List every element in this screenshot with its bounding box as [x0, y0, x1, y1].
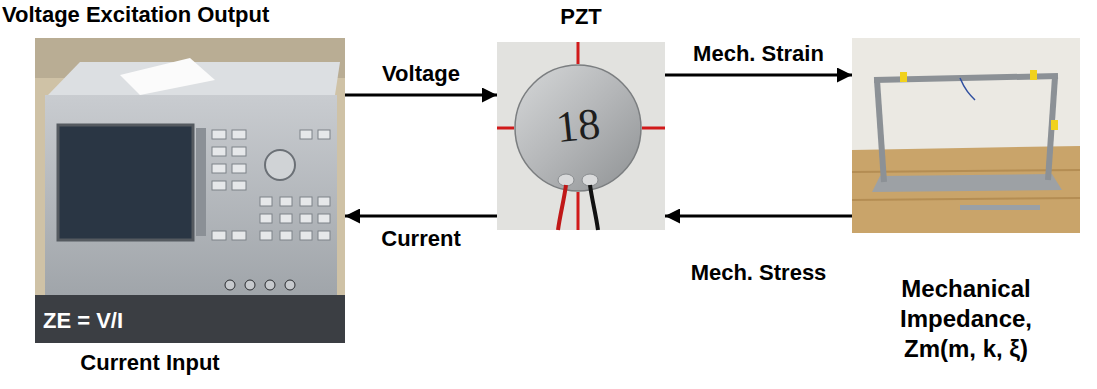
analyzer-photo-art-part: [260, 231, 272, 240]
analyzer-photo-art-part: [225, 280, 295, 290]
structure-photo-art-part: [852, 38, 1080, 233]
pzt-photo-art-part: [497, 42, 665, 230]
structure-photo-art-part: [900, 72, 907, 82]
analyzer-photo-art-part: [45, 95, 337, 305]
analyzer-photo-art: [35, 38, 345, 343]
analyzer-photo-art-part: [318, 214, 330, 223]
pzt-photo-art-part: [558, 174, 574, 186]
structure-photo-art-part: [960, 78, 975, 100]
analyzer-photo-art-part: [212, 164, 226, 173]
analyzer-photo-art-part: [35, 295, 345, 343]
analyzer-photo-art-part: [212, 231, 226, 240]
analyzer-photo-art-part: [265, 150, 295, 180]
analyzer-photo-art-part: [120, 58, 215, 95]
current-arrow: [345, 215, 497, 218]
analyzer-photo-art-part: [232, 147, 246, 156]
structure-photo-art-part: [877, 80, 884, 182]
analyzer-photo-art-part: [225, 280, 235, 290]
pzt-heading: PZT: [497, 4, 665, 30]
analyzer-photo-art-part: [232, 130, 246, 139]
pzt-photo-art-part: [582, 174, 598, 186]
analyzer-photo-art-part: [245, 280, 255, 290]
impedance-formula: ZE = V/I: [43, 308, 203, 334]
structure-photo-art-part: [872, 174, 1062, 192]
pzt-photo-art: [497, 42, 665, 230]
pzt-photo-art-part: [497, 127, 514, 130]
analyzer-photo-art-part: [260, 214, 272, 223]
analyzer-photo-art-part: [212, 181, 226, 190]
analyzer-photo-art-part: [260, 197, 272, 206]
analyzer-photo-art-part: [280, 231, 292, 240]
pzt-photo-art-part: [642, 127, 665, 130]
structure-photo-art-part: [852, 198, 1080, 200]
arrow-label: Mech. Stress: [691, 260, 827, 286]
analyzer-photo-art-part: [212, 147, 226, 156]
arrow-label: Voltage: [382, 61, 460, 87]
analyzer-photo-art-part: [265, 280, 275, 290]
analyzer-photo-art-part: [318, 231, 330, 240]
sensor-number: 18: [541, 96, 616, 154]
structure-photo-art: [852, 38, 1080, 233]
pzt-photo-art-part: [577, 192, 580, 230]
structure-photo-art-part: [874, 76, 1058, 182]
analyzer-photo-art-part: [196, 128, 206, 236]
analyzer-photo-art-part: [232, 231, 246, 240]
structure-photo-art-part: [960, 205, 1040, 210]
analyzer-photo-art-part: [300, 231, 312, 240]
analyzer-photo-art-part: [300, 197, 312, 206]
pzt-photo-art-part: [577, 42, 580, 64]
analyzer-photo-art-part: [300, 130, 312, 139]
analyzer-photo-art-part: [280, 214, 292, 223]
pzt-photo-art-part: [515, 65, 641, 191]
analyzer-photo-art-part: [58, 125, 193, 240]
analyzer-photo-art-part: [232, 164, 246, 173]
pzt-photo-art-part: [558, 185, 566, 230]
arrow-label: Current: [381, 226, 460, 252]
analyzer-photo-art-part: [285, 280, 295, 290]
analyzer-photo-art-part: [212, 130, 226, 139]
arrow-label: Mech. Strain: [693, 41, 824, 67]
impedance-caption: Mechanical Impedance, Zm(m, k, ξ): [866, 274, 1066, 364]
analyzer-photo-art-part: [300, 214, 312, 223]
structure-photo-art-part: [1051, 120, 1058, 130]
analyzer-photo: Voltage Excitation OutputZE = V/ICurrent…: [35, 38, 345, 343]
structure-photo: Mechanical Impedance, Zm(m, k, ξ): [852, 38, 1080, 233]
structure-photo-art-part: [852, 146, 1080, 233]
port-caption: Current Input: [0, 350, 305, 376]
voltage-arrow: [345, 94, 497, 97]
pzt-photo: PZT18: [497, 42, 665, 230]
analyzer-photo-art-part: [212, 130, 330, 240]
structure-photo-art-part: [1030, 70, 1037, 80]
analyzer-photo-art-part: [280, 197, 292, 206]
pzt-photo-art-part: [590, 185, 598, 230]
analyzer-photo-art-part: [318, 197, 330, 206]
stress-arrow: [665, 215, 852, 218]
analyzer-photo-art-part: [35, 38, 345, 343]
analyzer-photo-art-part: [318, 130, 330, 139]
analyzer-photo-art-part: [232, 181, 246, 190]
port-heading: Voltage Excitation Output: [2, 2, 332, 28]
strain-arrow: [665, 74, 852, 77]
